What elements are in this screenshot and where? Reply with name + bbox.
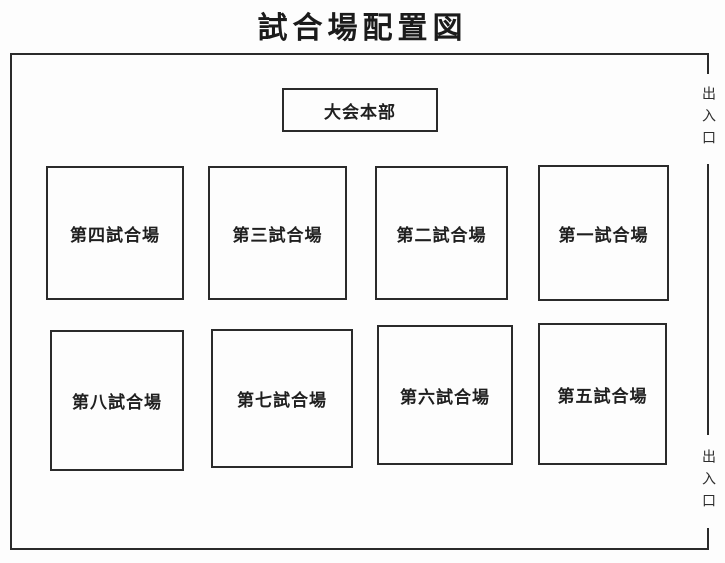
court-box-2: 第二試合場 (375, 166, 508, 300)
court-box-4: 第四試合場 (46, 166, 184, 300)
court-box-8: 第八試合場 (50, 330, 184, 471)
headquarters-box: 大会本部 (282, 88, 438, 132)
court-label-4: 第四試合場 (70, 225, 160, 245)
gate-label-bottom: 出入口 (694, 435, 724, 528)
court-label-1: 第一試合場 (558, 225, 649, 245)
court-label-8: 第八試合場 (72, 393, 162, 412)
court-box-3: 第三試合場 (208, 166, 347, 300)
court-label-6: 第六試合場 (400, 387, 490, 407)
court-box-7: 第七試合場 (211, 329, 353, 468)
court-box-1: 第一試合場 (538, 165, 669, 301)
court-label-5: 第五試合場 (557, 386, 648, 406)
court-label-7: 第七試合場 (237, 391, 327, 410)
diagram-title: 試合場配置図 (257, 12, 468, 45)
gate-label-top: 出入口 (694, 74, 724, 164)
court-box-5: 第五試合場 (538, 323, 667, 465)
court-label-3: 第三試合場 (232, 225, 323, 245)
headquarters-label: 大会本部 (324, 102, 396, 122)
venue-outline (10, 53, 709, 550)
court-label-2: 第二試合場 (396, 225, 487, 245)
court-box-6: 第六試合場 (377, 325, 513, 465)
